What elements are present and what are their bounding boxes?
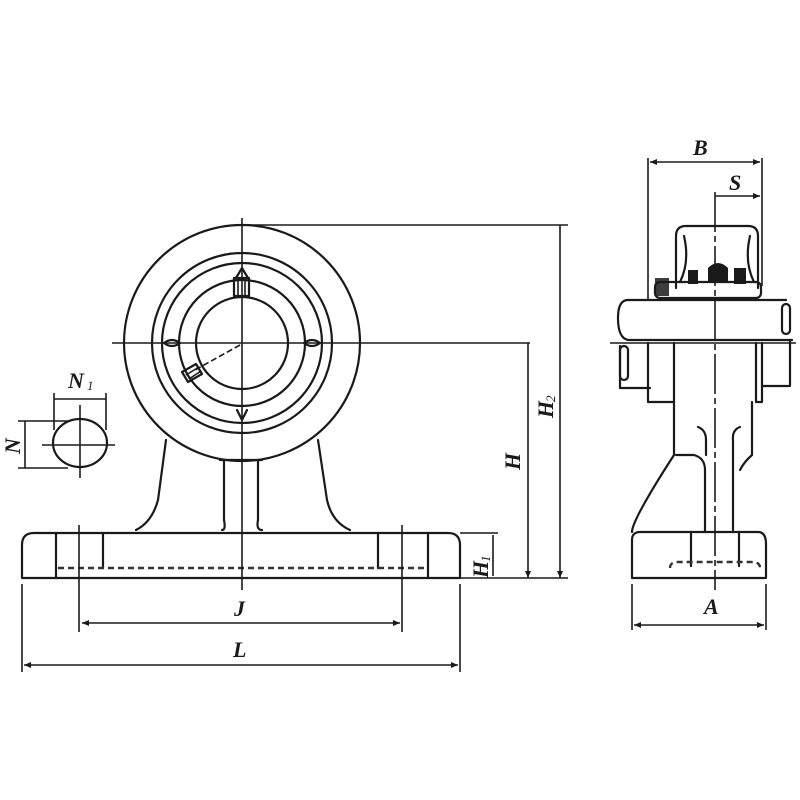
dim-N-label: N bbox=[0, 437, 25, 455]
dim-H: H bbox=[500, 343, 531, 578]
side-view bbox=[610, 192, 796, 590]
collar bbox=[653, 280, 763, 300]
svg-text:1: 1 bbox=[87, 378, 94, 393]
left-leg bbox=[134, 438, 168, 532]
dim-L: L bbox=[21, 584, 461, 672]
side-base bbox=[630, 530, 768, 580]
svg-text:H: H bbox=[500, 452, 525, 471]
base-plate bbox=[20, 531, 462, 580]
bolt-hole-detail: N 1 N bbox=[0, 368, 115, 478]
dim-S: S bbox=[715, 170, 760, 199]
dim-N1-label: N 1 bbox=[67, 368, 94, 393]
dim-B: B bbox=[647, 135, 763, 300]
dim-H2: H 2 bbox=[533, 225, 563, 578]
shaft-end-left bbox=[618, 344, 630, 382]
svg-text:B: B bbox=[692, 135, 708, 160]
web-right bbox=[256, 458, 264, 532]
svg-text:H: H bbox=[468, 560, 493, 579]
svg-text:N: N bbox=[67, 368, 85, 393]
dim-J: J bbox=[82, 596, 400, 626]
svg-text:J: J bbox=[233, 596, 246, 621]
shaft-end-right bbox=[780, 302, 792, 336]
svg-text:1: 1 bbox=[478, 556, 493, 563]
collar-screw-icon bbox=[655, 278, 669, 296]
front-view bbox=[20, 218, 568, 632]
svg-text:L: L bbox=[232, 637, 246, 662]
right-leg bbox=[316, 438, 352, 532]
svg-text:H: H bbox=[533, 400, 558, 419]
bearing-insert bbox=[674, 224, 760, 290]
svg-text:A: A bbox=[702, 594, 719, 619]
dim-H1: H 1 bbox=[468, 535, 494, 579]
dim-A: A bbox=[631, 584, 767, 630]
web-left bbox=[220, 458, 226, 532]
set-screw-icon bbox=[180, 344, 241, 384]
svg-text:2: 2 bbox=[543, 395, 558, 402]
svg-text:S: S bbox=[729, 170, 741, 195]
shaft-left bbox=[616, 298, 794, 342]
housing-left-slope bbox=[630, 400, 676, 534]
